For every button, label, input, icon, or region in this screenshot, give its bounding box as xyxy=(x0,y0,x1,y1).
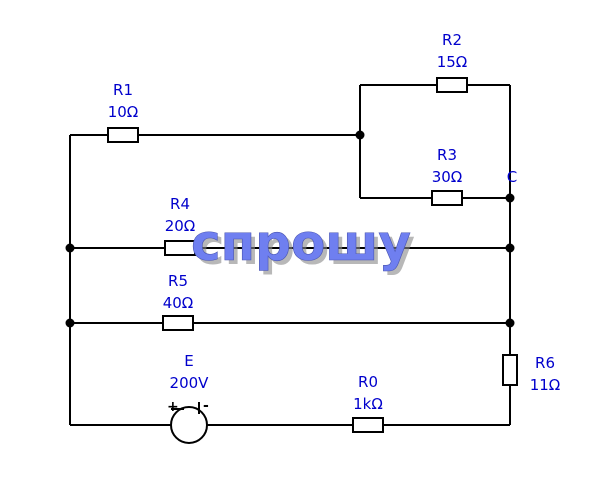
label-r2-value: 15Ω xyxy=(437,53,468,71)
label-r2-name: R2 xyxy=(442,31,462,49)
junctions xyxy=(65,130,515,328)
label-r5-value: 40Ω xyxy=(163,294,194,312)
watermark-text: спрошу xyxy=(191,214,411,272)
label-r5-name: R5 xyxy=(168,272,188,290)
resistor-r2 xyxy=(436,77,468,93)
voltage-source-e: + - xyxy=(167,398,209,444)
wires xyxy=(69,84,511,426)
label-r6-value: 11Ω xyxy=(530,376,561,394)
resistor-r0 xyxy=(352,417,384,433)
junction-node xyxy=(355,130,365,140)
watermark-shadow: спрошу xyxy=(195,218,415,276)
label-r4-value: 20Ω xyxy=(165,217,196,235)
resistor-r6 xyxy=(502,354,518,386)
resistor-r1 xyxy=(107,127,139,143)
label-e-name: E xyxy=(184,352,193,370)
junction-node xyxy=(65,243,75,253)
label-r1-value: 10Ω xyxy=(108,103,139,121)
voltage-source-symbol xyxy=(170,406,208,444)
resistor-r5 xyxy=(162,315,194,331)
resistor-r3 xyxy=(431,190,463,206)
junction-node xyxy=(505,243,515,253)
label-node-c: C xyxy=(507,168,517,186)
label-r0-name: R0 xyxy=(358,373,378,391)
source-minus-sign: - xyxy=(203,398,209,414)
resistor-r4 xyxy=(164,240,196,256)
source-plus-sign: + xyxy=(167,399,179,415)
label-r3-name: R3 xyxy=(437,146,457,164)
junction-node-c xyxy=(505,193,515,203)
label-r3-value: 30Ω xyxy=(432,168,463,186)
junction-node xyxy=(65,318,75,328)
junction-node xyxy=(505,318,515,328)
label-r0-value: 1kΩ xyxy=(353,395,383,413)
label-e-value: 200V xyxy=(170,374,210,392)
label-r4-name: R4 xyxy=(170,195,190,213)
label-r6-name: R6 xyxy=(535,354,555,372)
watermark: спрошу спрошу xyxy=(191,214,415,276)
label-r1-name: R1 xyxy=(113,81,133,99)
